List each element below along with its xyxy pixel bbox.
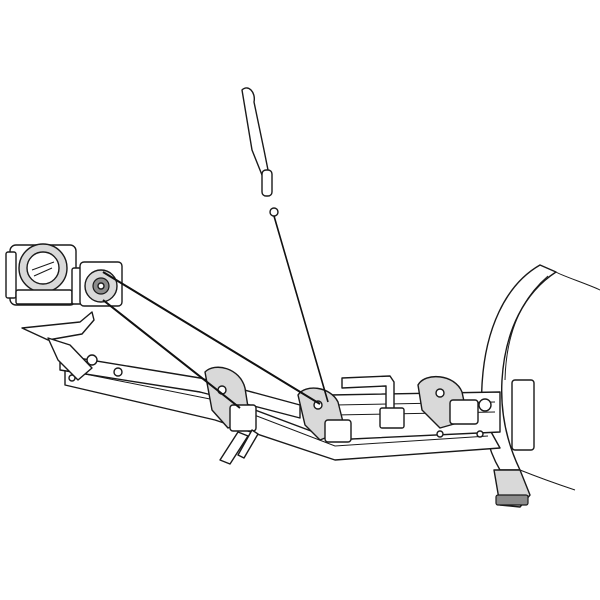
pulley-center — [297, 387, 352, 443]
winch-motor — [5, 243, 83, 306]
pull-handle — [241, 87, 279, 217]
winch-cable-lower — [102, 299, 241, 409]
pulley-right — [417, 375, 492, 429]
plow-blade — [480, 264, 600, 508]
mount-bracket — [21, 311, 95, 381]
winch-cable — [102, 271, 321, 405]
lower-clip — [219, 429, 259, 465]
control-cable — [273, 215, 329, 403]
latch-pin — [341, 375, 405, 429]
cable-drum — [79, 261, 123, 307]
